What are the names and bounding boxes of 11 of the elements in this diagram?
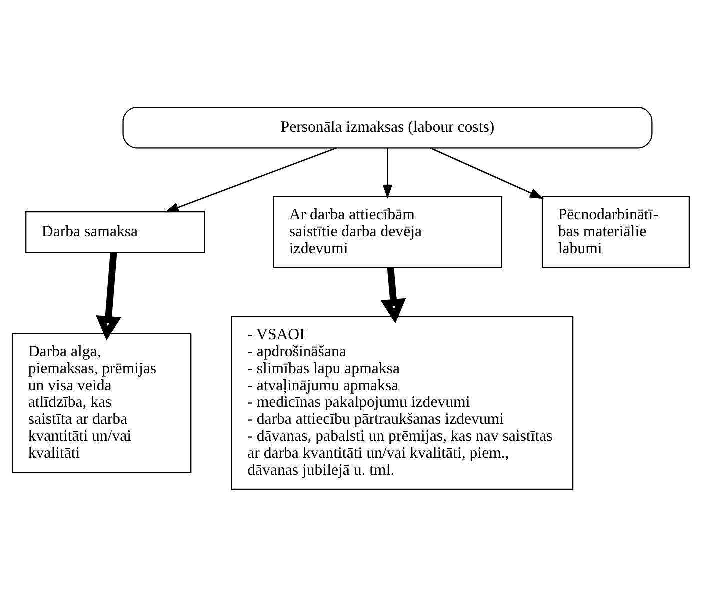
node-box: Pēcnodarbinātī- bas materiālie labumi bbox=[542, 196, 690, 269]
node-box: Ar darba attiecībām saistītie darba devēja izdevumi bbox=[273, 196, 502, 269]
node-box: Personāla izmaksas (labour costs) bbox=[122, 106, 653, 149]
node-box: - VSAOI - apdrošināšana - slimības lapu apmaksa - atvaļinājumu apmaksa - medicīnas pakalpojumu izdevumi - darba attiecību pārtraukšanas izdevumi - dāvanas, pabalsti un prēmijas, kas nav saistītas ar darba kvantitāti un/vai kvalitāti, piem., dāvanas jubilejā u. tml. bbox=[231, 316, 574, 490]
arrow bbox=[96, 252, 122, 341]
arrow bbox=[382, 148, 393, 199]
node-box: Darba samaksa bbox=[26, 211, 206, 254]
arrow bbox=[380, 268, 406, 324]
arrow bbox=[164, 148, 337, 213]
node-box: Darba alga, piemaksas, prēmijas un visa veida atlīdzība, kas saistīta ar darba kvantitāti un/vai kvalitāti bbox=[12, 332, 192, 474]
arrow bbox=[430, 148, 544, 200]
